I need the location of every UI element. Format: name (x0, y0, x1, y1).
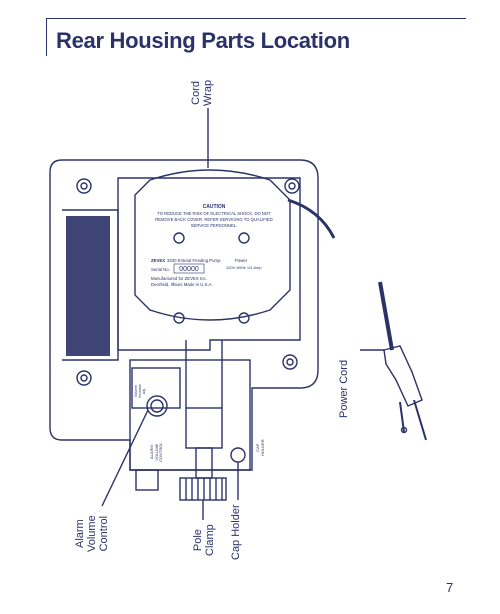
bottom-connector (135, 469, 159, 491)
screw-lower-inner-2 (238, 312, 250, 324)
screw-upper-inner-2 (238, 232, 250, 244)
lower-panel (129, 359, 251, 471)
inner-plate (117, 177, 301, 351)
plug-ground (400, 426, 408, 434)
page-frame-top-rule (46, 18, 466, 19)
power-cord-callout: Power Cord (338, 359, 350, 418)
power-cord-inside (287, 198, 336, 239)
serial-box (173, 263, 205, 274)
screw-lower-inner (173, 312, 185, 324)
plug-prong-2 (413, 399, 427, 441)
pole-clamp-knob (179, 477, 227, 501)
handle-slot (66, 216, 110, 356)
screw-mid-left (76, 370, 92, 386)
pole-clamp-callout: Pole Clamp (192, 524, 216, 556)
screw-mid-right (282, 354, 298, 370)
rating-location: Deerfield, Illinois Made in U.S.A. (151, 282, 213, 287)
cap-holder-post (230, 447, 246, 463)
rating-power: Power (235, 258, 248, 263)
page-frame-left-rule (46, 18, 47, 56)
alarm-leader (101, 409, 149, 507)
alarm-volume-control-callout: Alarm Volume Control (74, 515, 110, 552)
cord-wrap (134, 169, 291, 321)
cap-holder-housing-label: CAP HOLDER (255, 439, 265, 456)
caution-line-1: TO REDUCE THE RISK OF ELECTRICAL SHOCK, … (157, 211, 271, 216)
pole-clamp-block (185, 407, 223, 449)
cord-wrap-callout: Cord Wrap (190, 79, 214, 106)
rating-manufacturer: Manufactured for ZEVEX Inc. (151, 276, 207, 281)
screw-top-left (76, 178, 92, 194)
alarm-control-housing-label: ALARM VOLUME CONTROL (149, 442, 163, 462)
caution-heading: CAUTION (203, 204, 226, 210)
page-title: Rear Housing Parts Location (56, 28, 350, 53)
volume-decal (131, 367, 181, 409)
rating-serial-value: 00000 (179, 266, 199, 273)
rating-zevex: ZEVEX (151, 258, 165, 263)
rating-serial-label: Serial No. (151, 267, 170, 272)
screw-upper-inner (173, 232, 185, 244)
caution-line-2: REMOVE BACK COVER. REFER SERVICING TO QU… (155, 217, 273, 222)
rating-product: 3200 Enteral Feeding Pump (167, 258, 221, 263)
cap-holder-callout: Cap Holder (230, 504, 242, 560)
power-cord (378, 281, 394, 351)
power-plug (383, 345, 423, 407)
screw-top-right (284, 178, 300, 194)
page-number: 7 (446, 580, 454, 595)
alarm-volume-knob (146, 395, 168, 417)
volume-decal-label: Volume Increase Adj. (134, 384, 146, 398)
rear-housing-outline (49, 159, 319, 471)
rating-electrical: 120V 60Hz 1/4 Amp (226, 265, 262, 270)
pole-clamp-shaft (195, 447, 213, 479)
caution-line-3: SERVICE PERSONNEL. (191, 223, 237, 228)
